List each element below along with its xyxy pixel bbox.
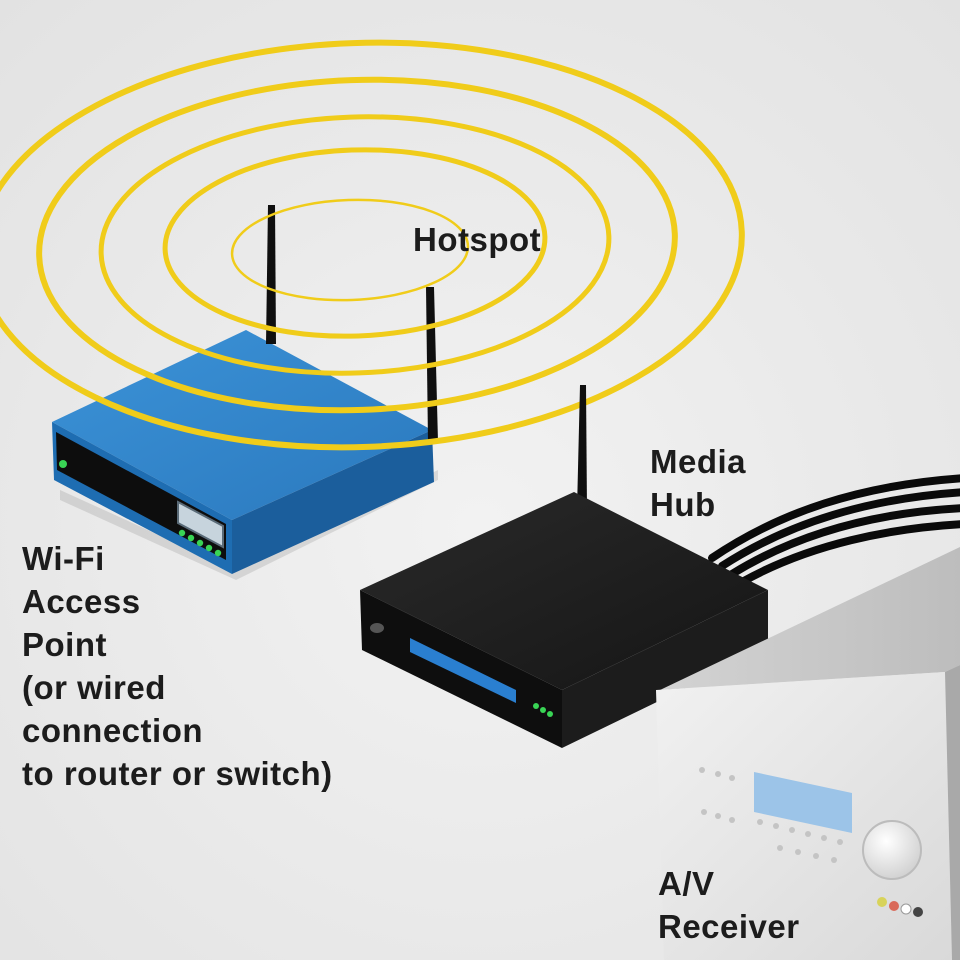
wifi-access-point-label: Wi-Fi Access Point (or wired connection … (22, 537, 333, 795)
signal-ring-3 (98, 114, 612, 376)
media-hub-logo (370, 623, 384, 633)
signal-ring-4 (36, 76, 678, 414)
signal-ring-2 (162, 147, 548, 339)
receiver-top (660, 547, 960, 690)
media-hub-label-line: Media (650, 443, 747, 480)
hotspot-label-line: Hotspot (413, 221, 542, 258)
wifi-signal-rings (0, 39, 745, 451)
access-point-leds (178, 529, 222, 557)
cables (708, 474, 960, 586)
wifi-label-line: to router or switch) (22, 755, 333, 792)
receiver-display (754, 772, 852, 833)
access-point-display (177, 500, 224, 549)
av-label-line: Receiver (658, 908, 800, 945)
av-receiver (656, 547, 960, 960)
media-hub-display (410, 638, 516, 703)
wifi-label-line: Access (22, 583, 141, 620)
wifi-label-line: Wi-Fi (22, 540, 105, 577)
receiver-side (945, 665, 960, 960)
av-receiver-label: A/V Receiver (658, 862, 800, 948)
signal-ring-5 (0, 39, 745, 451)
access-point-shadow (60, 470, 438, 580)
signal-ring-1 (230, 198, 470, 302)
wifi-label-line: (or wired (22, 669, 166, 706)
access-point-panel (56, 432, 226, 560)
power-led (59, 460, 67, 468)
hotspot-label: Hotspot (413, 218, 541, 261)
media-hub-side (562, 590, 768, 748)
receiver-input-jacks (877, 897, 923, 917)
wifi-label-line: Point (22, 626, 107, 663)
volume-knob (862, 820, 922, 880)
media-hub-label: Media Hub (650, 440, 746, 526)
media-hub-top (360, 492, 768, 690)
access-point-side (232, 430, 434, 574)
antenna-left (266, 205, 276, 344)
av-label-line: A/V (658, 865, 715, 902)
media-hub-leds (533, 703, 553, 717)
media-hub (360, 385, 768, 748)
receiver-buttons (699, 767, 843, 863)
media-hub-antenna (577, 385, 587, 510)
wifi-label-line: connection (22, 712, 204, 749)
media-hub-label-line: Hub (650, 486, 716, 523)
